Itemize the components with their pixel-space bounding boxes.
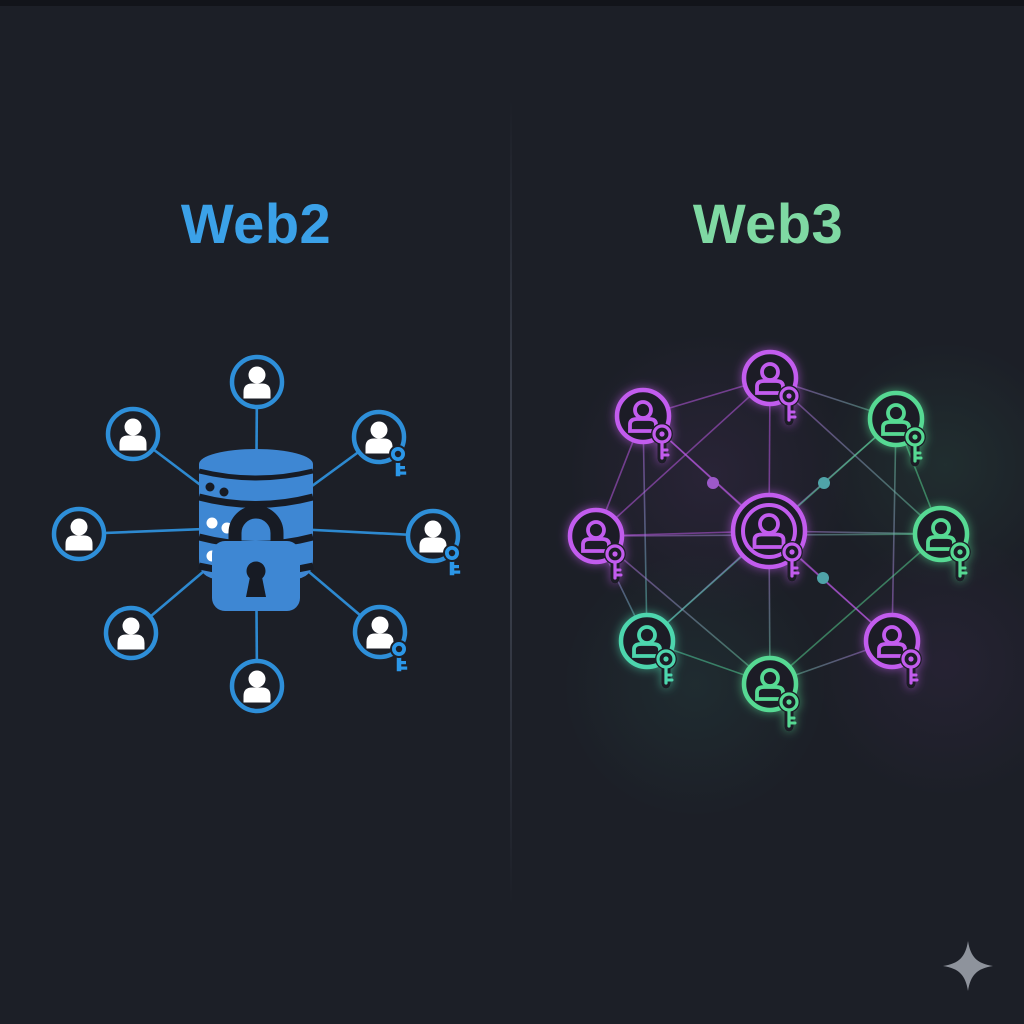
user-node-top bbox=[741, 349, 800, 426]
sparkle-icon bbox=[943, 941, 993, 991]
user-node-right bbox=[405, 508, 461, 577]
user-silhouette bbox=[122, 617, 140, 635]
user-node-left bbox=[51, 506, 107, 562]
user-silhouette bbox=[248, 366, 266, 384]
user-node-bottom bbox=[741, 655, 800, 732]
user-node-top-right bbox=[351, 409, 407, 478]
key-icon bbox=[604, 543, 626, 584]
user-node-bottom-left bbox=[618, 612, 677, 689]
user-node-top-right bbox=[867, 390, 926, 467]
user-silhouette bbox=[371, 616, 389, 634]
database-lock-icon bbox=[198, 449, 314, 611]
mesh-edge bbox=[642, 415, 648, 642]
keyhole bbox=[246, 561, 266, 581]
user-node-center bbox=[730, 492, 808, 582]
key-icon bbox=[781, 541, 803, 582]
web3-title: Web3 bbox=[692, 192, 844, 255]
web3-panel bbox=[567, 349, 971, 732]
junction-dot bbox=[707, 477, 719, 489]
user-node-bottom-right bbox=[352, 604, 408, 673]
user-node-right bbox=[912, 505, 971, 582]
key-icon bbox=[904, 426, 926, 467]
key-icon bbox=[655, 648, 677, 689]
key-icon bbox=[778, 691, 800, 732]
user-node-bottom bbox=[229, 658, 285, 714]
user-silhouette bbox=[424, 520, 442, 538]
junction-dot bbox=[817, 572, 829, 584]
user-silhouette bbox=[248, 670, 266, 688]
user-node-bottom-left bbox=[103, 605, 159, 661]
key-icon bbox=[900, 648, 922, 689]
web2-panel bbox=[51, 354, 461, 714]
mesh-edge bbox=[595, 535, 771, 685]
mesh-edge bbox=[891, 418, 897, 642]
key-icon bbox=[651, 423, 673, 464]
mesh-edge bbox=[595, 377, 771, 537]
user-node-top-left bbox=[614, 387, 673, 464]
user-silhouette bbox=[124, 418, 142, 436]
user-node-left bbox=[567, 507, 626, 584]
key-icon bbox=[390, 640, 408, 673]
junction-dot bbox=[818, 477, 830, 489]
user-node-top-left bbox=[105, 406, 161, 462]
user-node-bottom-right bbox=[863, 612, 922, 689]
user-silhouette bbox=[370, 421, 388, 439]
key-icon bbox=[389, 445, 407, 478]
key-icon bbox=[778, 385, 800, 426]
panel-divider bbox=[510, 100, 512, 905]
key-icon bbox=[443, 544, 461, 577]
key-icon bbox=[949, 541, 971, 582]
top-edge-strip bbox=[0, 0, 1024, 6]
web2-title: Web2 bbox=[180, 192, 332, 255]
lock-shackle bbox=[228, 505, 284, 543]
user-node-top bbox=[229, 354, 285, 410]
user-silhouette bbox=[70, 518, 88, 536]
